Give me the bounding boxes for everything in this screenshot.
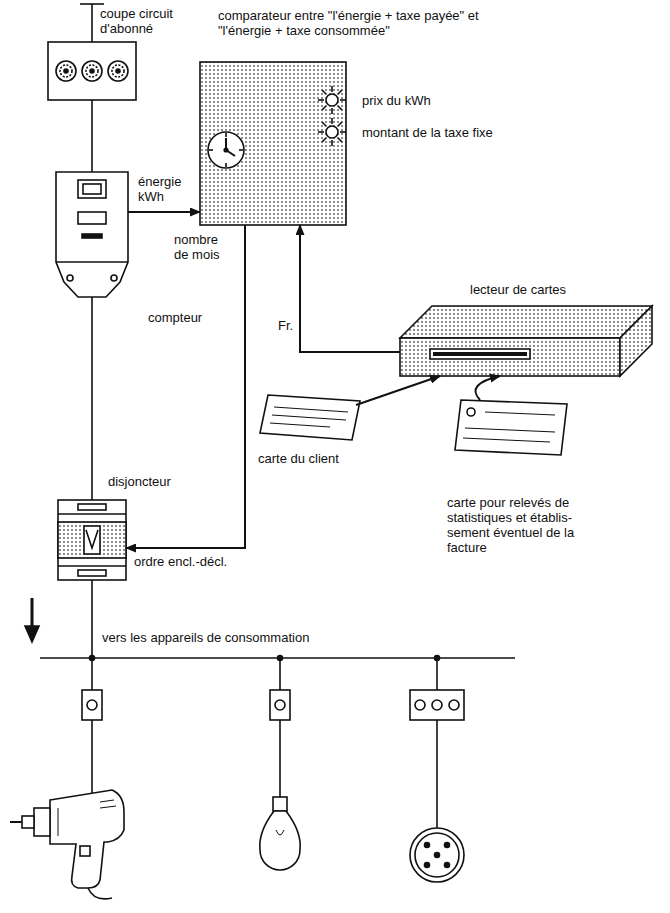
edge-label: Fr.: [276, 318, 295, 333]
node-label: carte du client: [258, 451, 339, 466]
fuse-box: [48, 42, 136, 100]
statistics-card: carte pour relevés de statistiques et ét…: [455, 400, 567, 455]
supply-line: [91, 580, 93, 658]
breaker-symbol: [58, 500, 126, 580]
node-label: comparateur entre "l'énergie + taxe payé…: [218, 8, 490, 38]
card-reader: lecteur de cartes: [400, 306, 652, 376]
supply-tick: [80, 3, 104, 5]
node-label: carte pour relevés de statistiques et ét…: [447, 495, 607, 555]
drill-symbol: [10, 790, 124, 899]
flow-arrow: [25, 626, 39, 642]
signal-arrow: [476, 376, 501, 400]
flow-arrow: [31, 598, 34, 628]
lamp-symbol: [260, 797, 300, 870]
client-card: [260, 395, 360, 440]
node-label: compteur: [148, 310, 202, 325]
indicator-light: [318, 86, 346, 114]
indicator-label: montant de la taxe fixe: [360, 125, 495, 140]
statistics-card: [455, 400, 567, 455]
indicator-light: [318, 118, 346, 146]
signal-arrow: [126, 225, 245, 548]
bus-label: vers les appareils de consommation: [100, 630, 311, 645]
meter-symbol: [56, 172, 128, 297]
client-card: carte du client: [260, 395, 360, 440]
comparator-box: comparateur entre "l'énergie + taxe payé…: [200, 62, 346, 225]
supply-line: [91, 297, 93, 500]
socket-symbol: [410, 828, 464, 882]
node-label: disjoncteur: [108, 474, 171, 489]
fuse-box: coupe circuit d'abonné: [48, 42, 136, 100]
meter-box: compteur: [56, 172, 128, 297]
signal-arrow: [300, 225, 400, 352]
node-label: coupe circuit d'abonné: [100, 6, 190, 36]
card-reader: [400, 306, 652, 376]
comparator-box: [200, 62, 346, 225]
branch-fuse: [82, 690, 102, 720]
edge-label: énergie kWh: [136, 174, 196, 204]
indicator-label: prix du kWh: [360, 93, 433, 108]
supply-line: [91, 4, 93, 42]
signal-arrow: [356, 376, 440, 405]
signal-arrow: [128, 211, 200, 213]
branch-fuse: [270, 690, 290, 720]
breaker-box: disjoncteur: [58, 500, 126, 580]
edge-label: ordre encl.-décl.: [132, 554, 229, 569]
supply-line: [91, 100, 93, 172]
node-label: lecteur de cartes: [470, 282, 566, 297]
dial-label: nombre de mois: [172, 232, 232, 262]
branch-fuse: [410, 690, 464, 720]
